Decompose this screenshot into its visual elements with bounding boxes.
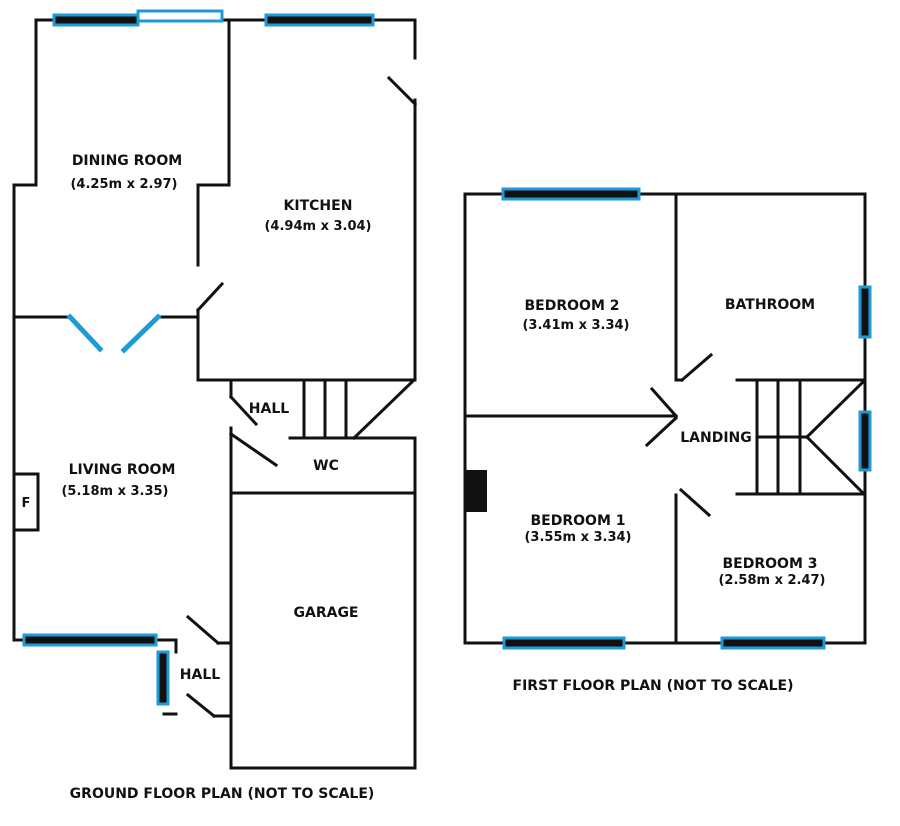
garage-south-wall bbox=[229, 718, 417, 770]
bed1-door-leaf bbox=[644, 415, 679, 448]
bedroom-2-label: BEDROOM 2 bbox=[525, 298, 620, 314]
bed2-door-leaf bbox=[649, 386, 679, 419]
living-room-size: (5.18m x 3.35) bbox=[61, 484, 168, 499]
window-dining-2 bbox=[136, 9, 224, 23]
ground-floor-walls bbox=[12, 18, 418, 770]
window-bathroom bbox=[858, 285, 872, 339]
bedroom-3-label: BEDROOM 3 bbox=[723, 556, 818, 572]
window-landing bbox=[858, 410, 872, 472]
window-bedroom-3 bbox=[720, 636, 826, 650]
lower-hall-label: HALL bbox=[180, 667, 220, 683]
bathroom-door-leaf bbox=[679, 352, 714, 383]
lower-hall-door-leaf-top bbox=[185, 614, 221, 646]
dining-room-walls bbox=[34, 18, 417, 187]
dining-room-west-step bbox=[12, 183, 38, 642]
fireplace-box bbox=[12, 472, 40, 532]
wc-label: WC bbox=[313, 458, 339, 474]
chimney-breast bbox=[465, 470, 487, 512]
ground-floor-caption: GROUND FLOOR PLAN (NOT TO SCALE) bbox=[70, 786, 375, 802]
window-lower-hall bbox=[156, 650, 170, 706]
bedroom-3-size: (2.58m x 2.47) bbox=[718, 573, 825, 588]
first-floor-caption: FIRST FLOOR PLAN (NOT TO SCALE) bbox=[513, 678, 794, 694]
double-door-leaf-right bbox=[120, 313, 162, 354]
double-door-leaf-left bbox=[66, 313, 104, 353]
upper-hall-label: HALL bbox=[249, 401, 289, 417]
dining-kitchen-wall bbox=[196, 18, 231, 267]
kitchen-label: KITCHEN bbox=[284, 198, 353, 214]
stair-diagonal bbox=[351, 377, 417, 441]
wc-door-leaf bbox=[228, 431, 279, 468]
fireplace-label: F bbox=[22, 496, 31, 511]
ground-floor-windows bbox=[22, 9, 375, 706]
bedroom-1-size: (3.55m x 3.34) bbox=[524, 530, 631, 545]
first-floor-windows bbox=[501, 187, 872, 650]
hall-door-leaf bbox=[228, 394, 259, 427]
lower-hall-door-leaf-bottom bbox=[185, 692, 217, 719]
bedroom-2-size: (3.41m x 3.34) bbox=[522, 318, 629, 333]
landing-label: LANDING bbox=[680, 430, 752, 446]
kitchen-south-wall bbox=[196, 308, 417, 382]
ff-stair-diag-bottom bbox=[804, 434, 867, 497]
kitchen-size: (4.94m x 3.04) bbox=[264, 219, 371, 234]
bedroom-1-label: BEDROOM 1 bbox=[531, 513, 626, 529]
dining-room-label: DINING ROOM bbox=[72, 153, 182, 169]
ff-stair-diag-top bbox=[804, 378, 867, 440]
window-bedroom-1 bbox=[502, 636, 626, 650]
window-kitchen bbox=[264, 13, 375, 27]
kitchen-door-leaf bbox=[386, 75, 418, 107]
window-bedroom-2 bbox=[501, 187, 641, 201]
kitchen-door-leaf-west bbox=[195, 281, 225, 313]
living-room-label: LIVING ROOM bbox=[69, 462, 176, 478]
bathroom-label: BATHROOM bbox=[725, 297, 815, 313]
dining-room-size: (4.25m x 2.97) bbox=[70, 177, 177, 192]
window-dining-1 bbox=[52, 13, 140, 27]
window-living-room bbox=[22, 633, 158, 647]
bed3-door-leaf bbox=[678, 487, 712, 518]
garage-label: GARAGE bbox=[294, 605, 359, 621]
